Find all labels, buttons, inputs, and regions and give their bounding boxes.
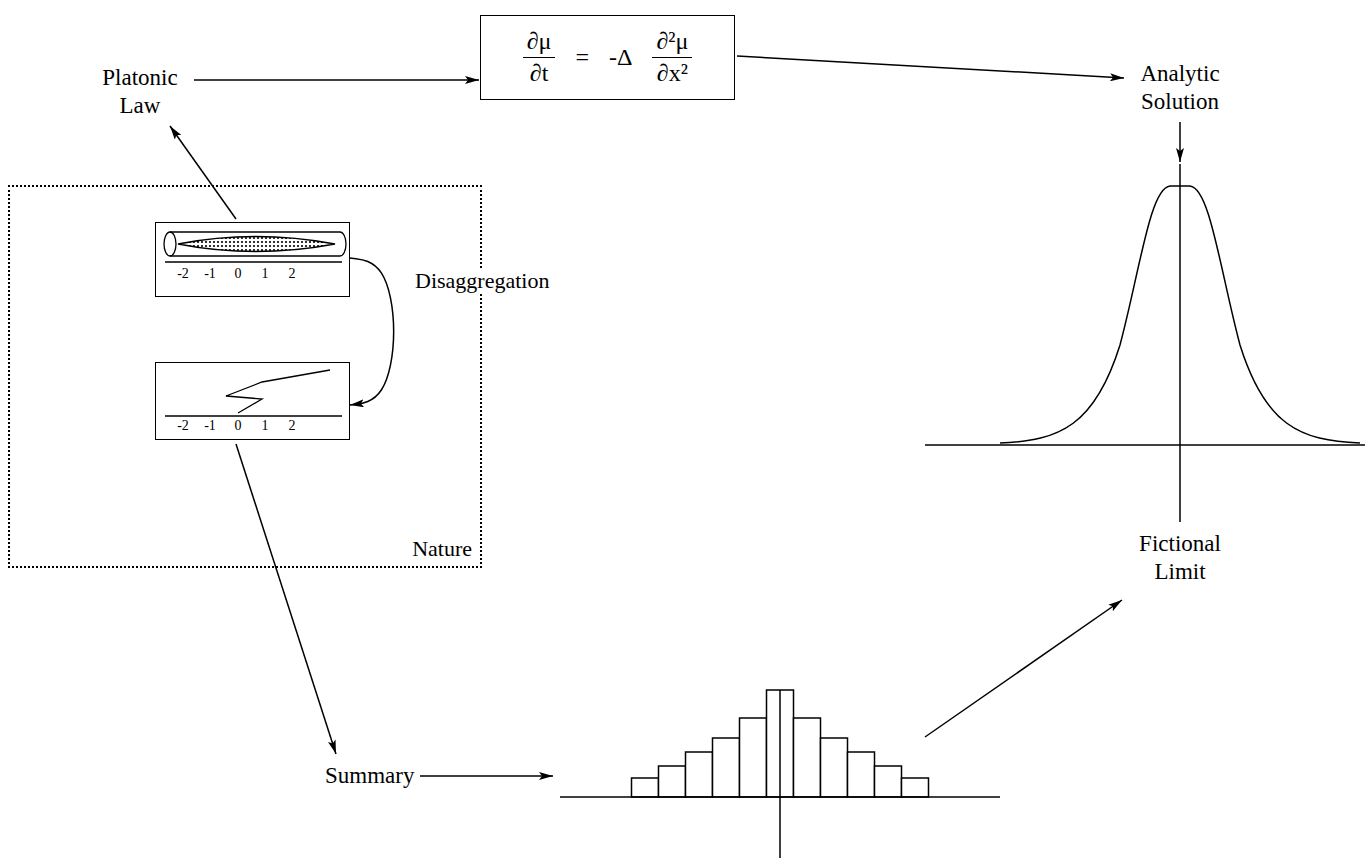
axis-number: 0: [235, 266, 242, 282]
axis-number: -2: [177, 418, 189, 434]
histogram: [560, 690, 1000, 858]
random-walk-box: -2 -1 0 1 2: [155, 362, 350, 440]
stage-label: Fictional Limit: [1124, 530, 1236, 586]
random-walk-illustration: [165, 370, 342, 416]
stage-label: Platonic Law: [90, 64, 190, 120]
histogram-bar: [686, 752, 713, 797]
histogram-bar: [821, 738, 848, 797]
position-axis: [165, 415, 342, 416]
histogram-bar: [875, 766, 902, 797]
axis-number: 2: [289, 266, 296, 282]
curved-connector: [350, 258, 394, 405]
bell-curve-plot: [925, 164, 1365, 522]
axis-number: -1: [204, 418, 216, 434]
flow-arrow: [194, 79, 479, 81]
axis-number: 1: [262, 266, 269, 282]
histogram-bar: [794, 718, 821, 797]
tube-wall: [170, 255, 340, 256]
flow-arrow: [737, 56, 1124, 78]
flow-arrow: [420, 775, 553, 777]
histogram-bar: [713, 738, 740, 797]
tube-illustration: [164, 232, 346, 262]
connector-label: Disaggregation: [413, 268, 551, 294]
histogram-bar: [740, 718, 767, 797]
tube-end: [340, 232, 346, 256]
plot-baseline: [925, 444, 1365, 446]
equation-term: =: [575, 44, 589, 71]
position-axis: [165, 261, 342, 262]
axis-number: 2: [289, 418, 296, 434]
plot-axis: [1179, 164, 1181, 522]
flow-arrow: [925, 600, 1122, 737]
particle-cloud: [178, 237, 335, 252]
flow-arrow: [236, 444, 336, 754]
region-label: Nature: [412, 536, 472, 562]
equation-text: ∂μ: [523, 28, 556, 58]
equation-text: -Δ: [609, 44, 632, 70]
random-walk-path: [226, 370, 330, 413]
flow-arrow: [170, 126, 236, 219]
histogram-bar: [848, 752, 875, 797]
axis-number: -2: [177, 266, 189, 282]
equation-term: -Δ: [609, 44, 632, 71]
histogram-bar: [632, 778, 659, 797]
bell-curve: [1000, 186, 1360, 443]
stage-label: Analytic Solution: [1124, 60, 1236, 116]
equation-text: =: [575, 44, 589, 70]
equation-box: ∂μ∂t = -Δ ∂²μ∂x²: [480, 15, 735, 100]
stage-label: Summary: [325, 762, 414, 790]
equation-text: ∂²μ: [652, 28, 692, 58]
flow-arrow: [1179, 122, 1181, 162]
fraction: ∂²μ∂x²: [652, 28, 692, 87]
nature-region: Nature -2 -1 0 1 2 -2 -1 0 1 2: [8, 185, 482, 568]
equation-text: ∂x²: [653, 58, 692, 87]
tube-wall: [170, 231, 340, 232]
axis-number: -1: [204, 266, 216, 282]
histogram-bar: [902, 778, 929, 797]
histogram-bar: [659, 766, 686, 797]
tube-end: [164, 232, 176, 256]
axis-number: 1: [262, 418, 269, 434]
fraction: ∂μ∂t: [523, 28, 556, 87]
histogram-axis: [779, 690, 781, 858]
axis-number: 0: [235, 418, 242, 434]
equation-text: ∂t: [526, 58, 553, 87]
tube-box: -2 -1 0 1 2: [155, 222, 350, 297]
